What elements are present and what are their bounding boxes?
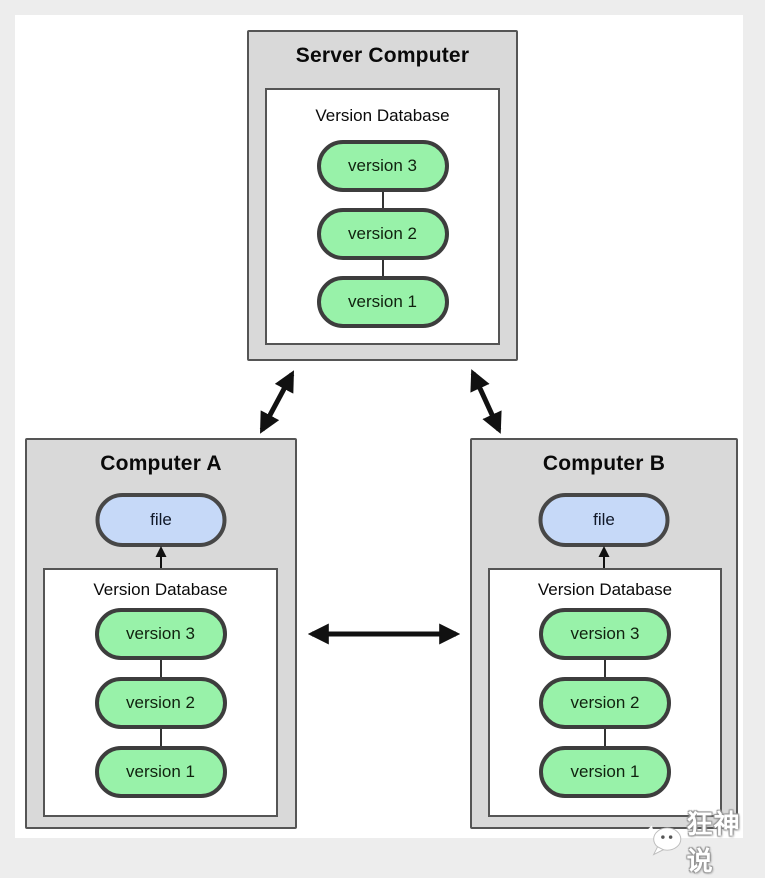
version-link-line [159, 660, 162, 677]
checkout-arrow-up-icon [598, 546, 610, 568]
version-link-line [604, 729, 606, 746]
mascot-chat-bubble-icon [644, 825, 682, 856]
version-link-line [159, 729, 162, 746]
server-version-database-label: Version Database [315, 106, 450, 125]
computer-a-version-2-node: version 2 [94, 677, 227, 729]
computer-a-file-node: file [95, 493, 227, 547]
computer-a-version-1-node: version 1 [94, 746, 227, 798]
computer-a-title: Computer A [100, 452, 222, 475]
computer-b-version-database-label: Version Database [537, 580, 673, 599]
computer-b-version-1-node: version 1 [539, 746, 671, 798]
version-link-line [604, 660, 606, 677]
computer-b-box: Computer B file Version Database version… [470, 438, 738, 829]
version-link-line [381, 192, 384, 208]
version-link-line [381, 260, 384, 276]
computer-b-title: Computer B [542, 452, 666, 475]
server-version-3-node: version 3 [316, 140, 449, 192]
computer-b-version-2-node: version 2 [539, 677, 671, 729]
server-version-2-node: version 2 [316, 208, 449, 260]
watermark: 狂神说 [644, 804, 765, 878]
server-computer-title: Server Computer [295, 44, 470, 67]
computer-b-file-node: file [538, 493, 670, 547]
computer-a-box: Computer A file Version Database version… [25, 438, 297, 829]
watermark-text: 狂神说 [686, 809, 741, 876]
server-version-database-box: Version Database version 3 version 2 ver… [265, 88, 500, 345]
computer-a-version-database-label: Version Database [93, 580, 228, 599]
computer-a-version-database-box: Version Database version 3 version 2 ver… [43, 568, 278, 817]
computer-b-version-3-node: version 3 [539, 608, 671, 660]
server-computer-box: Server Computer Version Database version… [247, 30, 518, 361]
computer-b-version-database-box: Version Database version 3 version 2 ver… [488, 568, 722, 817]
checkout-arrow-up-icon [155, 546, 167, 568]
computer-a-version-3-node: version 3 [94, 608, 227, 660]
server-version-1-node: version 1 [316, 276, 449, 328]
